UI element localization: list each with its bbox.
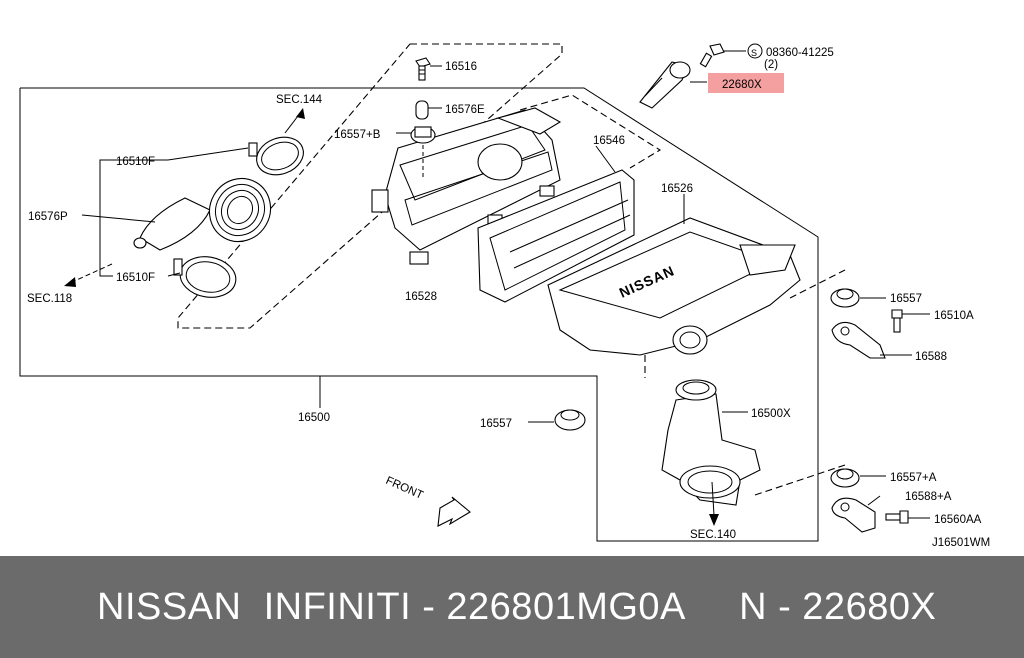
label-sec140: SEC.140: [690, 529, 736, 541]
label-16557-right: 16557: [890, 293, 922, 305]
duct-16576P: [133, 177, 272, 251]
bolt-symbol-circle: [747, 43, 763, 59]
parts-diagram: NISSAN: [19, 43, 991, 549]
label-16576P: 16576P: [28, 211, 68, 223]
bracket-16588: [831, 321, 886, 359]
label-16510A: 16510A: [934, 310, 974, 322]
sleeve-16576E: [415, 100, 429, 120]
bolt-symbol: S: [751, 48, 757, 58]
assembly-outline: [19, 87, 819, 542]
grommet-16557-right: [830, 288, 860, 308]
label-16557-lower: 16557: [480, 418, 512, 430]
label-16588: 16588: [915, 351, 947, 363]
label-sec118: SEC.118: [27, 293, 72, 305]
arrow-sec144: [296, 108, 305, 119]
bracket-16588A: [831, 497, 876, 533]
clamp-16510F-upper: [248, 136, 304, 176]
grommet-16557B: [410, 126, 436, 144]
diagram-svg: NISSAN: [19, 43, 990, 549]
label-16500: 16500: [298, 412, 330, 424]
arrow-sec140: [709, 514, 719, 526]
bolt-16560AA: [885, 510, 909, 524]
label-16510F-lower: 16510F: [116, 272, 155, 284]
footer-title: NISSAN INFINITI - 226801MG0A N - 22680X: [97, 585, 937, 628]
label-bolt-qty: (2): [764, 59, 778, 71]
label-16557A: 16557+A: [890, 472, 937, 484]
grommet-leader-lower: [754, 464, 846, 496]
grommet-16557-lower: [554, 409, 586, 431]
bolt-16516: [415, 57, 431, 81]
label-bolt-08360-41225: 08360-41225: [766, 47, 834, 59]
label-22680X: 22680X: [722, 79, 762, 91]
filter-element-16546: [477, 169, 635, 303]
label-16510F-upper: 16510F: [116, 156, 155, 168]
upper-case-16528: [371, 107, 562, 265]
footer-banner: NISSAN INFINITI - 226801MG0A N - 22680X: [0, 556, 1024, 658]
duct-16500X: [661, 379, 761, 506]
label-16557B: 16557+B: [334, 129, 381, 141]
label-front: FRONT: [384, 475, 425, 502]
bolt-16510A: [891, 309, 903, 333]
label-16528: 16528: [405, 291, 437, 303]
label-16516: 16516: [445, 61, 477, 73]
label-16560AA: 16560AA: [934, 514, 982, 526]
label-16500X: 16500X: [751, 408, 791, 420]
sensor-group-box: [519, 94, 662, 169]
label-16588A: 16588+A: [905, 491, 952, 503]
intake-duct-group-box: [177, 43, 563, 329]
arrow-sec118: [64, 277, 76, 287]
lower-case-16526: [547, 217, 801, 356]
label-16546: 16546: [593, 135, 625, 147]
bolt-08360-41225: [699, 43, 725, 68]
label-16576E: 16576E: [445, 104, 485, 116]
sensor-label-highlight: [708, 73, 784, 93]
label-sec144: SEC.144: [276, 94, 323, 106]
label-ref-code: J16501WM: [932, 537, 990, 549]
label-16526: 16526: [661, 183, 693, 195]
clamp-16510F-lower: [173, 256, 237, 298]
sensor-22680X: [639, 61, 691, 109]
grommet-16557A: [830, 468, 860, 488]
front-arrow: [437, 496, 471, 527]
